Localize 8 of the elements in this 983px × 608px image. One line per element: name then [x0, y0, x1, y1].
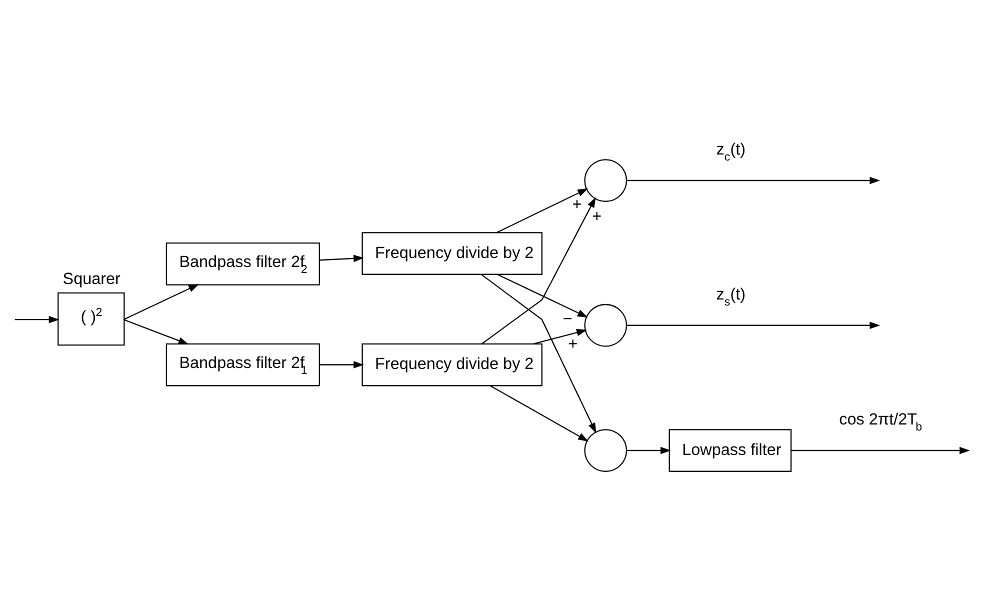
node-label: Squarer: [62, 269, 120, 288]
edge-label: +: [592, 206, 602, 225]
edge-label: cos 2πt/2T$_{b}$: [839, 410, 922, 434]
edge-label: −: [562, 310, 572, 328]
edge-label: +: [572, 195, 582, 214]
edge-label: z$_{c}$(t): [716, 140, 746, 164]
edge-label: +: [568, 334, 578, 352]
edge-label: z$_{s}$(t): [716, 285, 746, 308]
